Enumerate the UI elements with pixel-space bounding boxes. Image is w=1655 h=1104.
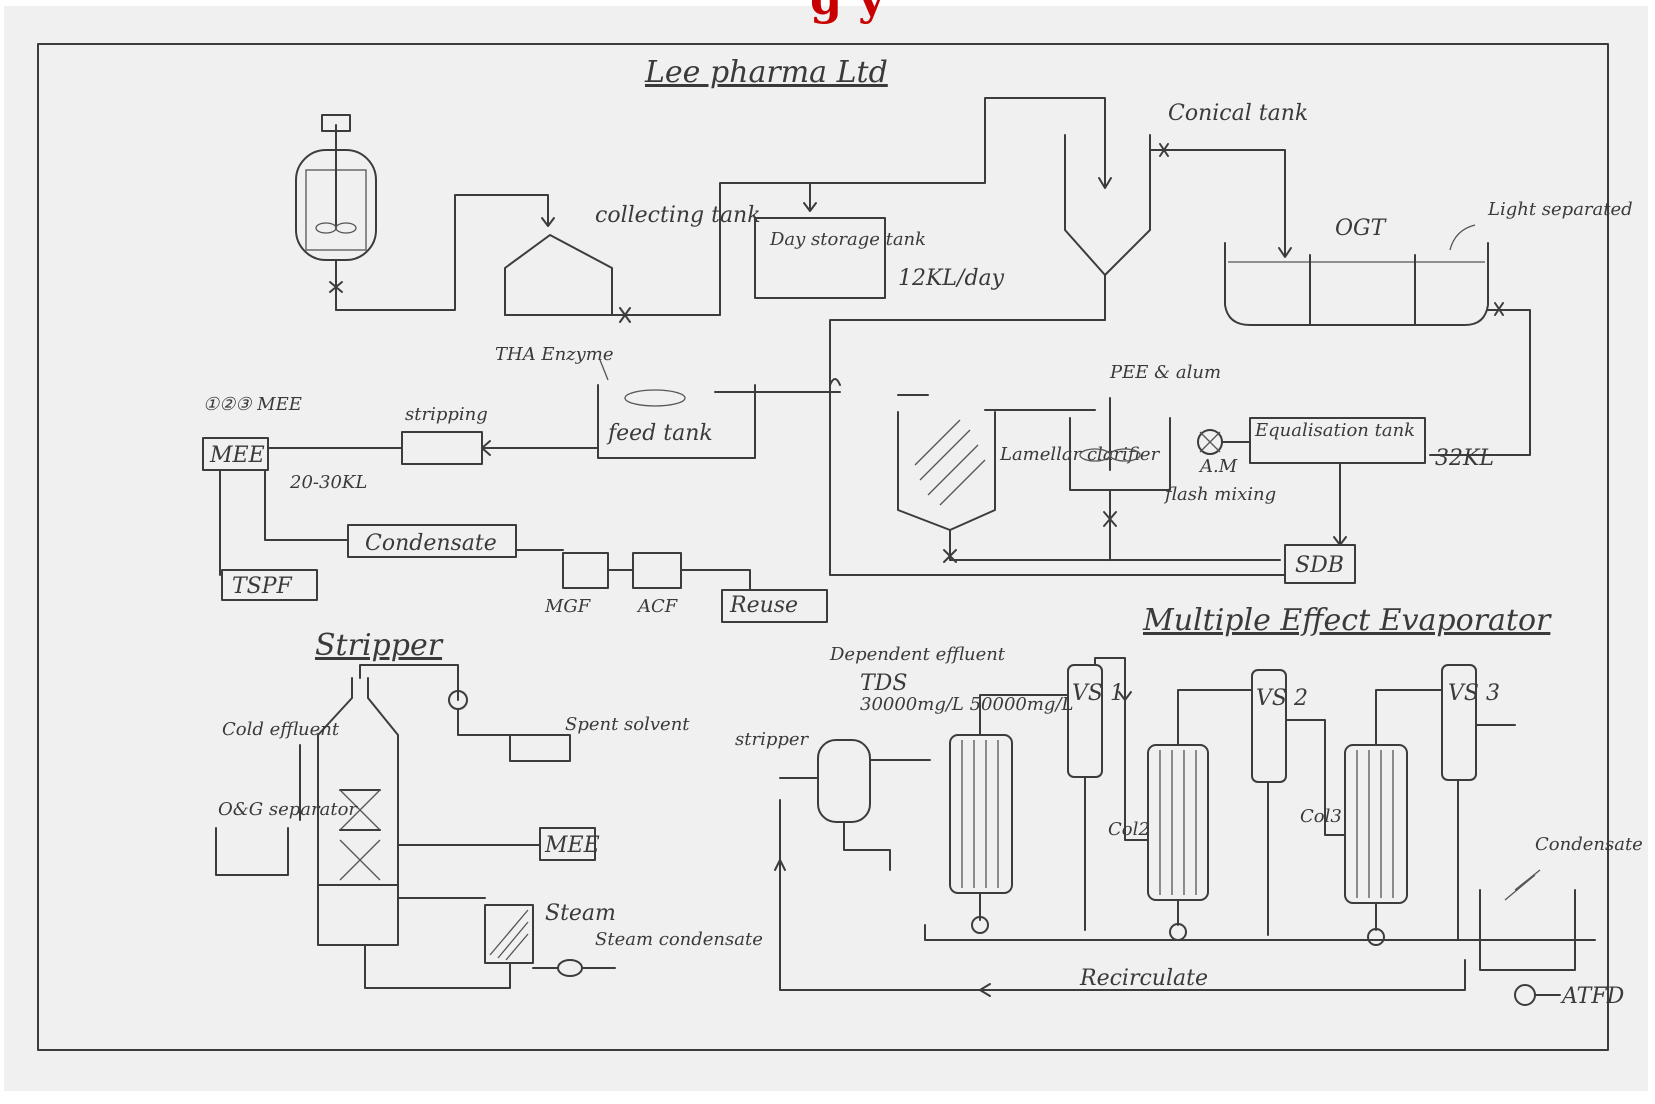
og-separator-label: O&G separator	[218, 799, 358, 820]
tspf-label: TSPF	[232, 574, 293, 599]
tds-label: TDS	[860, 671, 907, 696]
atfd-label: ATFD	[1560, 984, 1625, 1009]
dependent-effluent-label: Dependent effluent	[829, 644, 1006, 665]
vs2-label: VS 2	[1256, 686, 1308, 711]
steam-label: Steam	[545, 901, 616, 926]
reuse-label: Reuse	[729, 593, 798, 618]
light-separated-label: Light separated	[1487, 199, 1633, 220]
col3-label: Col3	[1300, 806, 1342, 827]
equalisation-tank-label: Equalisation tank	[1254, 420, 1415, 441]
condensate-small-label: Condensate	[1535, 834, 1643, 855]
stripping-label: stripping	[405, 404, 488, 425]
ogt-label: OGT	[1335, 216, 1388, 241]
conical-tank-label: Conical tank	[1168, 101, 1308, 126]
recirculate-label: Recirculate	[1079, 966, 1208, 991]
tds-values-label: 30000mg/L 50000mg/L	[860, 694, 1073, 715]
enzyme-label: THA Enzyme	[495, 344, 614, 365]
sdb-label: SDB	[1295, 553, 1344, 578]
collecting-tank-label: collecting tank	[595, 203, 761, 228]
vs3-label: VS 3	[1448, 681, 1500, 706]
stripper-small-label: stripper	[735, 729, 810, 750]
steam-condensate-label: Steam condensate	[595, 929, 763, 950]
mee-box-label: MEE	[209, 443, 265, 468]
pee-alum-label: PEE & alum	[1109, 362, 1221, 383]
mee-group-label: ①②③ MEE	[203, 394, 302, 415]
condensate-label: Condensate	[365, 531, 497, 556]
mee-flow-label: 20-30KL	[289, 472, 367, 493]
mgf-label: MGF	[544, 596, 592, 617]
mee-small-label: MEE	[544, 833, 600, 858]
day-rate-label: 12KL/day	[898, 266, 1005, 291]
acf-label: ACF	[636, 596, 679, 617]
diagram-title: Lee pharma Ltd	[644, 55, 888, 90]
vs1-label: VS 1	[1072, 681, 1124, 706]
cropped-heading: g y	[810, 0, 886, 25]
feed-tank-label: feed tank	[606, 421, 713, 446]
flash-mixing-label: flash mixing	[1163, 484, 1276, 505]
am-label: A.M	[1198, 456, 1238, 477]
day-storage-tank-label: Day storage tank	[769, 229, 926, 250]
spent-solvent-label: Spent solvent	[565, 714, 690, 735]
cold-effluent-label: Cold effluent	[222, 719, 340, 740]
eq-flow-label: 32KL	[1435, 446, 1494, 471]
stripper-title: Stripper	[315, 628, 444, 663]
col2-label: Col2	[1108, 819, 1150, 840]
mee-section-title: Multiple Effect Evaporator	[1142, 603, 1552, 638]
